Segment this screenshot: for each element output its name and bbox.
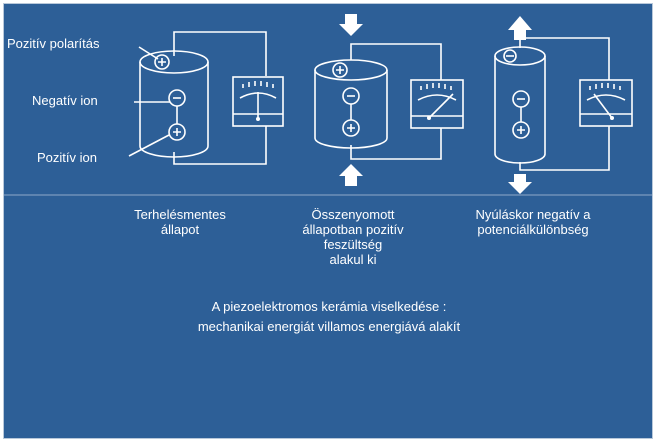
panel-compressed bbox=[314, 43, 464, 160]
negative-polarity-symbol bbox=[503, 49, 517, 63]
dipole bbox=[168, 89, 186, 141]
arrow-down-icon bbox=[339, 14, 363, 36]
wire-top bbox=[173, 31, 267, 76]
panel-stretched bbox=[494, 37, 633, 171]
dipole bbox=[342, 87, 360, 137]
dipole bbox=[512, 90, 530, 139]
label-positive-ion: Pozitív ion bbox=[37, 150, 97, 165]
wire-top bbox=[350, 43, 442, 80]
arrow-up-icon bbox=[508, 16, 532, 40]
ceramic-cylinder bbox=[314, 59, 388, 149]
ceramic-cylinder bbox=[139, 50, 209, 158]
ceramic-cylinder bbox=[494, 46, 546, 164]
wire-bottom bbox=[350, 128, 442, 160]
pointer-positive-ion bbox=[128, 134, 170, 157]
panel-unloaded bbox=[128, 31, 284, 165]
diagram-frame: Pozitív polarítás Negatív ion Pozitív io… bbox=[3, 3, 653, 439]
caption-stretched: Nyúláskor negatív a potenciálkülönbség bbox=[475, 207, 591, 237]
caption-unloaded: Terhelésmentes állapot bbox=[134, 207, 226, 237]
voltmeter bbox=[232, 76, 284, 127]
wire-top bbox=[519, 37, 610, 80]
pointer-positive-polarity bbox=[138, 46, 159, 60]
label-negative-ion: Negatív ion bbox=[32, 93, 98, 108]
piezo-diagram bbox=[4, 14, 652, 196]
wire-bottom bbox=[173, 126, 267, 165]
arrow-up-icon bbox=[339, 164, 363, 186]
positive-polarity-symbol bbox=[154, 54, 170, 70]
arrow-down-icon bbox=[508, 174, 532, 194]
voltmeter bbox=[410, 79, 464, 129]
summary-line-1: A piezoelektromos kerámia viselkedése : bbox=[211, 299, 447, 314]
positive-polarity-symbol bbox=[332, 62, 348, 78]
label-positive-polarity: Pozitív polarítás bbox=[7, 36, 100, 51]
voltmeter bbox=[579, 79, 633, 127]
caption-compressed: Összenyomott állapotban pozitív feszülts… bbox=[302, 207, 404, 267]
summary-line-2: mechanikai energiát villamos energiává a… bbox=[197, 319, 461, 334]
wire-bottom bbox=[519, 126, 610, 171]
